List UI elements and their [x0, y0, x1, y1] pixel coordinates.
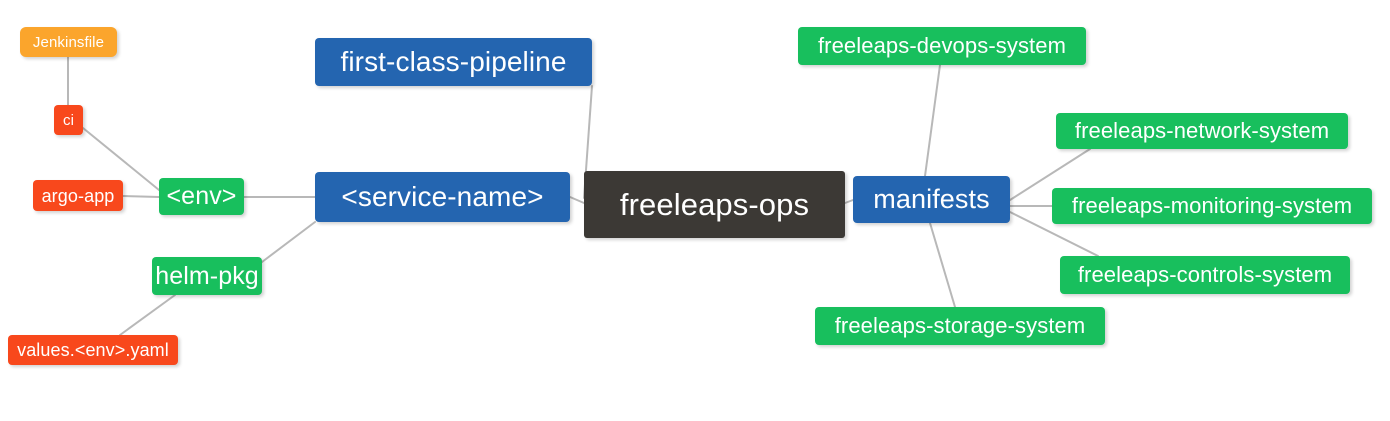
node-label: freeleaps-network-system: [1074, 118, 1330, 143]
node-label: values.<env>.yaml: [17, 340, 169, 360]
node-label: Jenkinsfile: [32, 33, 105, 51]
node-helm-pkg[interactable]: helm-pkg: [152, 257, 262, 295]
node-service-name[interactable]: <service-name>: [315, 172, 570, 222]
node-env[interactable]: <env>: [159, 178, 244, 215]
node-label: helm-pkg: [155, 261, 259, 290]
node-label: first-class-pipeline: [340, 46, 567, 77]
node-argo-app[interactable]: argo-app: [33, 180, 123, 211]
node-freeleaps-storage-system[interactable]: freeleaps-storage-system: [815, 307, 1105, 345]
node-freeleaps-network-system[interactable]: freeleaps-network-system: [1056, 113, 1348, 149]
node-label: freeleaps-storage-system: [834, 313, 1086, 338]
node-label: argo-app: [41, 185, 115, 206]
node-label: <env>: [166, 182, 237, 210]
node-first-class-pipeline[interactable]: first-class-pipeline: [315, 38, 592, 86]
node-manifests[interactable]: manifests: [853, 176, 1010, 223]
edge-env-to-argo-app: [122, 195, 160, 198]
edge-freeleaps-ops-to-service-name: [569, 196, 585, 204]
node-label: <service-name>: [341, 181, 544, 212]
node-freeleaps-devops-system[interactable]: freeleaps-devops-system: [798, 27, 1086, 65]
node-label: freeleaps-monitoring-system: [1071, 193, 1353, 218]
node-jenkinsfile[interactable]: Jenkinsfile: [20, 27, 117, 57]
edge-manifests-to-freeleaps-devops-system: [924, 64, 941, 177]
edge-manifests-to-freeleaps-storage-system: [929, 222, 956, 308]
edge-helm-pkg-to-values-env-yaml: [119, 294, 176, 336]
node-label: manifests: [873, 184, 990, 214]
node-label: freeleaps-devops-system: [817, 33, 1067, 58]
node-freeleaps-controls-system[interactable]: freeleaps-controls-system: [1060, 256, 1350, 294]
node-label: freeleaps-ops: [619, 187, 810, 222]
node-values-env-yaml[interactable]: values.<env>.yaml: [8, 335, 178, 365]
node-freeleaps-ops[interactable]: freeleaps-ops: [584, 171, 845, 238]
node-label: freeleaps-controls-system: [1077, 262, 1333, 287]
node-ci[interactable]: ci: [54, 105, 83, 135]
edge-service-name-to-helm-pkg: [261, 221, 316, 263]
node-freeleaps-monitoring-system[interactable]: freeleaps-monitoring-system: [1052, 188, 1372, 224]
node-label: ci: [62, 111, 75, 129]
edge-freeleaps-ops-to-manifests: [844, 199, 854, 204]
